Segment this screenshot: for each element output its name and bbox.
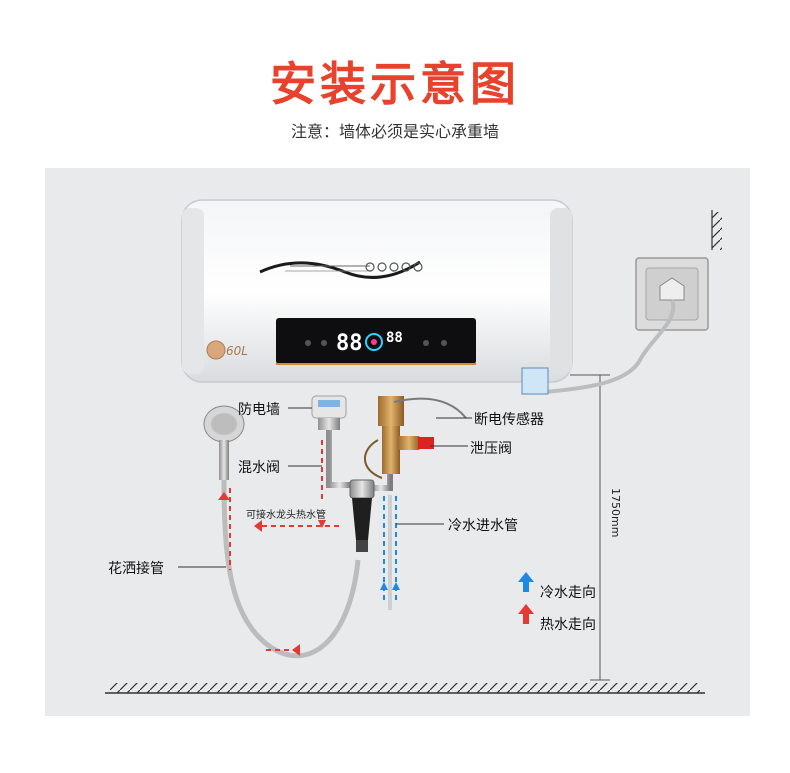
capacity-badge: 60L: [226, 344, 248, 358]
display-digits: 88: [336, 331, 363, 356]
power-outlet: [635, 257, 709, 331]
height-dimension-line: [570, 374, 610, 681]
brand-seal-icon: [206, 340, 226, 360]
hot-arrow-icon: [318, 520, 326, 528]
display-small-digits: 88: [386, 330, 403, 346]
label-shower-hose: 花洒接管: [108, 561, 164, 577]
legend-cold-arrow-icon: [518, 572, 534, 592]
label-height: 1750mm: [609, 488, 622, 538]
cold-arrow-icon: [380, 582, 388, 590]
decor-swoosh: [259, 260, 421, 279]
right-wall: [711, 210, 722, 250]
label-mixing-valve: 混水阀: [238, 460, 280, 476]
mixing-valve: [349, 479, 375, 552]
leader-lines: [178, 407, 472, 568]
label-power-sensor: 断电传感器: [474, 412, 544, 428]
label-cold-inlet-pipe: 冷水进水管: [448, 518, 518, 534]
energy-sticker: [521, 367, 549, 395]
shower-head: [203, 405, 245, 480]
label-faucet-hot-pipe: 可接水龙头热水管: [246, 510, 326, 521]
cold-arrow-icon: [392, 582, 400, 590]
power-cable: [544, 299, 676, 394]
legend-hot: 热水走向: [540, 617, 596, 633]
page-note: 注意：墙体必须是实心承重墙: [290, 122, 499, 141]
label-pressure-relief-valve: 泄压阀: [470, 441, 512, 457]
hot-arrow-icon: [218, 492, 230, 500]
anti-electric-wall-device: [311, 395, 347, 430]
shower-hose: [221, 479, 361, 659]
water-heater: [181, 199, 573, 395]
hot-arrow-icon: [254, 520, 262, 532]
heater-buttons: [365, 262, 423, 272]
legend-hot-arrow-icon: [518, 604, 534, 624]
hot-arrow-icon: [292, 644, 300, 656]
flow-arrows: [218, 492, 400, 656]
page-title: 安装示意图: [270, 57, 520, 111]
legend-cold: 冷水走向: [540, 585, 596, 601]
floor-line: [105, 683, 705, 694]
sensor-wire: [393, 397, 467, 419]
cold-inlet-assembly: [364, 396, 467, 491]
hot-pipe: [326, 430, 350, 488]
label-anti-electric-wall: 防电墙: [238, 402, 280, 418]
